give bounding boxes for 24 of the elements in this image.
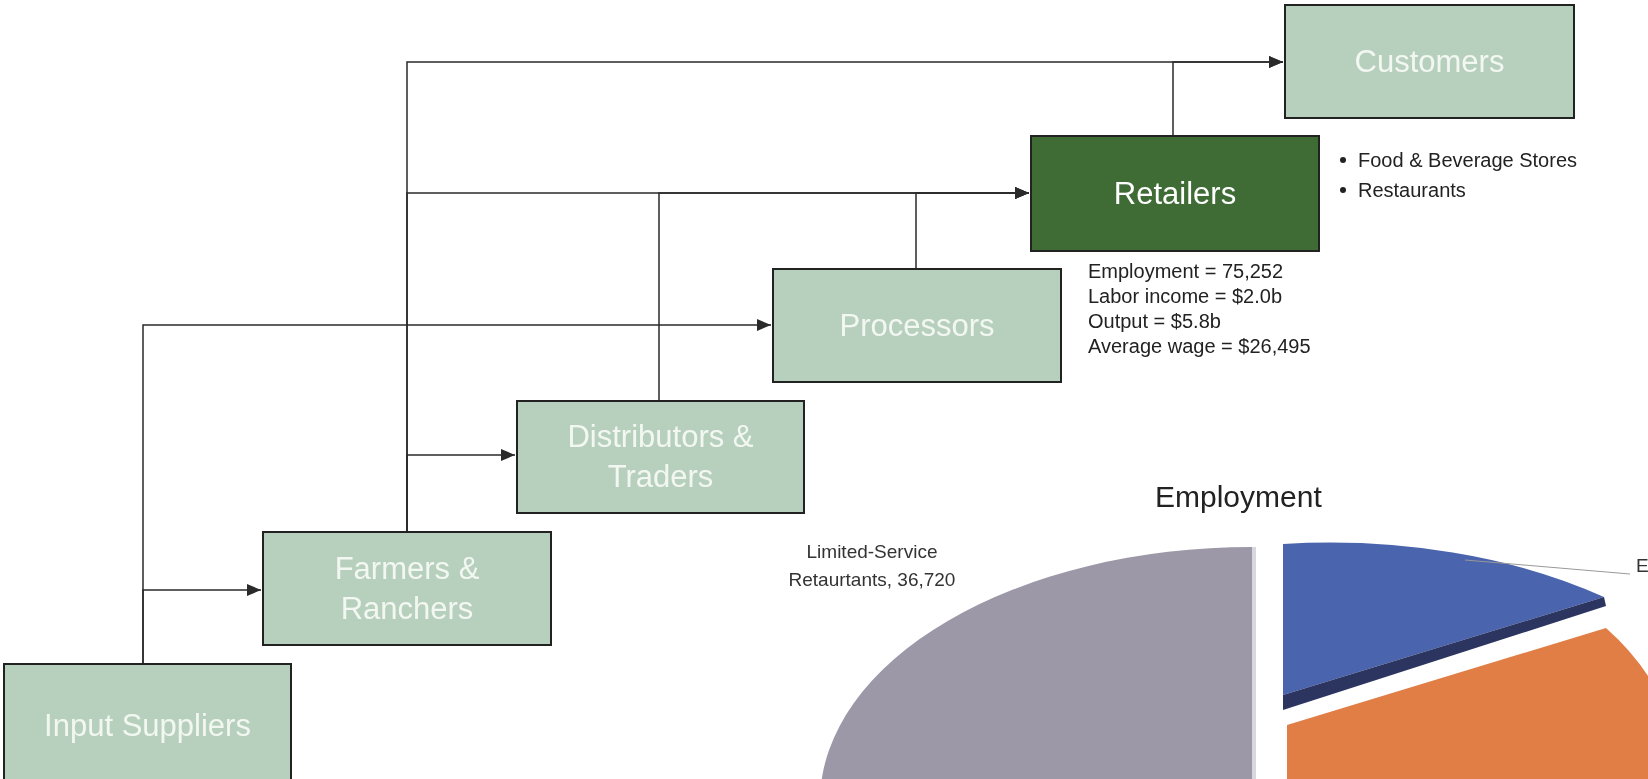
stat-text: Average wage = $26,495	[1088, 334, 1311, 359]
slice-label: Limited-Service Retaurtants, 36,720	[787, 540, 957, 592]
process-box	[3, 663, 292, 779]
stat-text: Output = $5.8b	[1088, 309, 1221, 334]
box-label: Farmers & Ranchers	[333, 549, 481, 628]
box-label: Retailers	[1113, 174, 1237, 213]
bullet-item: Food & Beverage Stores	[1340, 145, 1577, 175]
bullet-item: Restaurants	[1340, 175, 1577, 205]
box-label: Processors	[839, 306, 995, 345]
stat-text: Labor income = $2.0b	[1088, 284, 1283, 309]
arrow	[142, 319, 772, 664]
box-label: Distributors & Traders	[566, 418, 755, 496]
chart-title: Employment	[1155, 479, 1322, 515]
slice-label: E	[1636, 554, 1648, 578]
process-box	[1284, 4, 1575, 119]
arrow	[915, 187, 1030, 269]
box-label: Input Suppliers	[44, 706, 251, 745]
stat-text: Employment = 75,252	[1088, 259, 1284, 284]
process-box	[262, 531, 552, 646]
box-label: Customers	[1354, 42, 1505, 81]
process-box	[772, 268, 1062, 383]
process-box	[516, 400, 805, 514]
arrow	[1172, 56, 1284, 136]
process-box	[1030, 135, 1320, 252]
